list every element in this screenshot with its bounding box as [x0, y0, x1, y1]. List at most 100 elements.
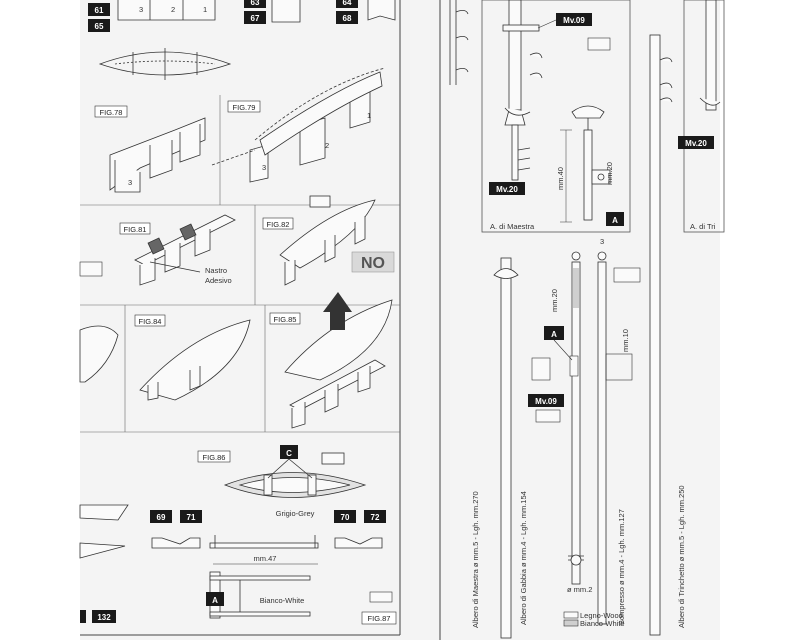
svg-text:FIG.84: FIG.84: [139, 317, 162, 326]
no-marker: NO: [351, 251, 395, 273]
fig-84-hull: [139, 319, 251, 401]
cut-off-oars: [79, 504, 129, 559]
mm10-label: mm.10: [621, 329, 630, 352]
svg-text:A: A: [551, 330, 557, 339]
fig-81-tape-assembly: [134, 214, 236, 286]
up-arrow-icon: [323, 292, 352, 330]
mv09-mid-part-icon: [535, 409, 561, 423]
svg-text:61: 61: [95, 6, 104, 15]
fig-84-label: FIG.84: [134, 314, 166, 327]
svg-text:FIG.87: FIG.87: [368, 614, 391, 623]
fig79-part-2: 2: [325, 141, 329, 150]
a-di-trinchetto-label: A. di Tri: [690, 222, 716, 231]
maestra-detail: [560, 105, 611, 223]
gabbia-top-section: [573, 268, 579, 308]
svg-text:FIG.85: FIG.85: [274, 315, 297, 324]
svg-text:NO: NO: [361, 255, 385, 272]
badge-68: 68: [336, 11, 358, 24]
trinchetto-assembly: [649, 0, 721, 636]
svg-text:FIG.78: FIG.78: [100, 108, 123, 117]
badge-69: 69: [150, 510, 172, 523]
fig-86-hull-grey: [223, 452, 367, 498]
svg-text:FIG.81: FIG.81: [124, 225, 147, 234]
svg-text:67: 67: [251, 14, 260, 23]
mm20-label-a: mm.20: [605, 162, 614, 185]
albero-maestra-label: Albero di Maestra ø mm.5 - Lgh. mm.270: [471, 491, 480, 628]
badge-71: 71: [180, 510, 202, 523]
mv20-callout-right: Mv.20: [678, 136, 714, 149]
badge-64: 64: [336, 0, 358, 8]
fig78-part-3: 3: [128, 178, 132, 187]
svg-text:A: A: [612, 216, 618, 225]
mm47-label: mm.47: [254, 554, 277, 563]
svg-text:132: 132: [97, 613, 111, 622]
fig79-part-3: 3: [262, 163, 266, 172]
grigio-grey-label: Grigio-Grey: [276, 509, 315, 518]
mm40-label: mm.40: [556, 167, 565, 190]
legend: Legno-Wood Bianco-White: [563, 611, 625, 628]
adesivo-label: Adesivo: [205, 276, 232, 285]
mast-left-edge: [449, 0, 469, 85]
legend-legno-wood: Legno-Wood: [580, 611, 623, 620]
mm20-label-b: mm.20: [550, 289, 559, 312]
bottom-frame-parts: [151, 535, 383, 549]
fig-82-hull: [279, 195, 376, 286]
fig-82-label: FIG.82: [262, 217, 294, 230]
badge-132: 132: [92, 610, 116, 623]
legend-wood-swatch: [563, 611, 579, 619]
boat-top-view: [98, 48, 232, 80]
svg-text:FIG.86: FIG.86: [203, 453, 226, 462]
badge-67: 67: [244, 11, 266, 24]
svg-text:72: 72: [371, 513, 380, 522]
part-num-2: 2: [171, 5, 175, 14]
bianco-white-label: Bianco-White: [260, 596, 305, 605]
svg-text:64: 64: [343, 0, 352, 7]
bompresso-label: Bompresso ø mm.4 - Lgh. mm.127: [617, 509, 626, 625]
maestra-mast-assembly: [502, 0, 543, 181]
a-mid-leader: [553, 339, 573, 361]
cut-off-badge: [80, 610, 86, 623]
bompresso-part-icon: [613, 267, 641, 283]
bompresso-detail: [605, 353, 633, 381]
three-label: 3: [600, 237, 604, 246]
mv09-top-leader: [537, 19, 557, 29]
a-callout-bottom: A: [206, 592, 224, 606]
fig79-part-1: 1: [367, 111, 371, 120]
legend-bianco-white: Bianco-White: [580, 619, 625, 628]
dia-mm2-label: ø mm.2: [567, 585, 592, 594]
svg-text:Mv.20: Mv.20: [496, 185, 518, 194]
svg-text:65: 65: [95, 22, 104, 31]
fig-79-hull-frames: [211, 67, 386, 183]
svg-text:63: 63: [251, 0, 260, 7]
mv09-part-icon: [587, 37, 611, 51]
a-di-maestra-label: A. di Maestra: [490, 222, 535, 231]
svg-text:Mv.09: Mv.09: [563, 16, 585, 25]
legend-white-swatch: [563, 619, 579, 627]
mv20-callout-left: Mv.20: [489, 182, 525, 195]
albero-maestra-spar: [500, 257, 512, 639]
fig-78-label: FIG.78: [94, 105, 128, 118]
fig-81-label: FIG.81: [119, 222, 151, 235]
gabbia-foot-knob: [570, 554, 582, 566]
badge-72: 72: [364, 510, 386, 523]
badge-61: 61: [88, 3, 110, 16]
gabbia-joint: [569, 355, 579, 377]
a-callout-top: A: [606, 212, 624, 226]
mv09-callout-mid: Mv.09: [528, 394, 564, 407]
right-margin: [720, 0, 800, 640]
mv09-callout-top: Mv.09: [556, 13, 592, 26]
fig-85-label: FIG.85: [269, 312, 301, 325]
gabbia-top-knob: [571, 251, 581, 261]
trinchetto-frame: [683, 0, 725, 233]
left-margin: [0, 0, 80, 640]
badge-63: 63: [244, 0, 266, 8]
bompresso-spar: [597, 261, 607, 625]
albero-gabbia-label: Albero di Gabbia ø mm.4 - Lgh. mm.154: [519, 491, 528, 625]
nastro-label: Nastro: [205, 266, 227, 275]
badge-65: 65: [88, 19, 110, 32]
frame-parts-top: [117, 0, 396, 23]
bompresso-top-knob: [597, 251, 607, 261]
fig-87-label: FIG.87: [361, 611, 397, 625]
albero-trinchetto-label: Albero di Trinchetto ø mm.5 - Lgh. mm.25…: [677, 485, 686, 628]
